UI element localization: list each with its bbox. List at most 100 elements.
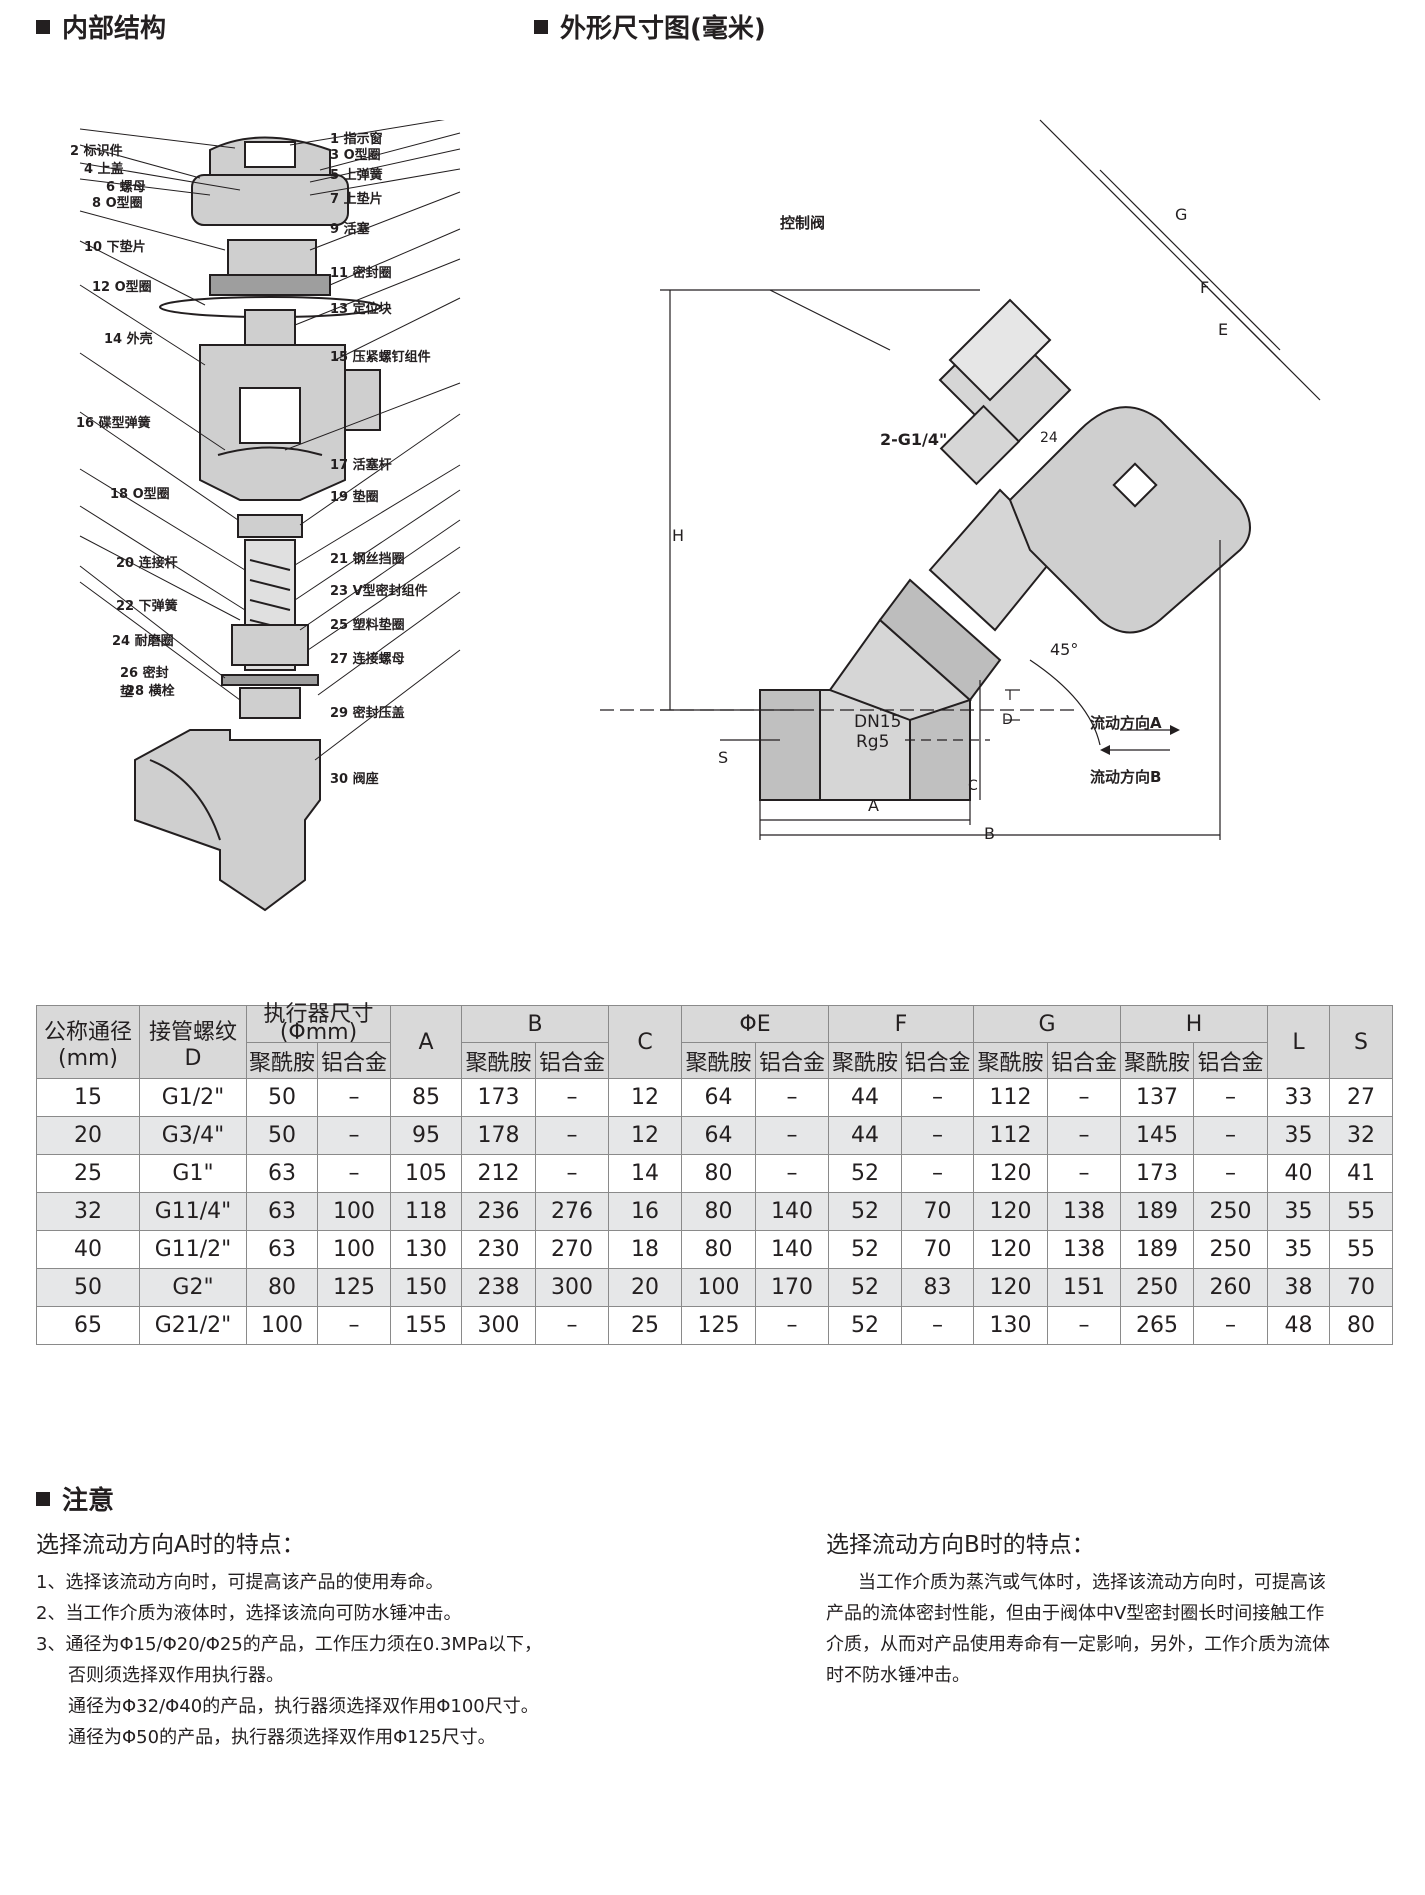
table-cell: G2" [139,1268,247,1307]
part-label: 11 密封圈 [330,266,392,281]
table-cell: 265 [1120,1306,1194,1345]
sub-header-polyamide: 聚酰胺 [461,1042,536,1079]
table-cell: 80 [681,1154,756,1193]
note-line: 时不防水锤冲击。 [826,1665,970,1686]
notes-flow-a: 选择流动方向A时的特点： 1、选择该流动方向时，可提高该产品的使用寿命。 2、当… [36,1530,676,1753]
flow-path-shape [149,759,221,841]
table-cell: 230 [461,1230,536,1269]
note-line: 1、选择该流动方向时，可提高该产品的使用寿命。 [36,1572,444,1593]
part-label: 8 O型圈 [92,196,143,211]
table-cell: 140 [755,1192,829,1231]
table-cell: 236 [461,1192,536,1231]
table-cell: 100 [681,1268,756,1307]
col-thread-label: 接管螺纹 [148,1019,237,1045]
sub-header-aluminum: 铝合金 [535,1042,609,1079]
table-cell: 52 [828,1154,902,1193]
table-cell: 100 [317,1192,391,1231]
table-cell: 40 [36,1230,140,1269]
table-cell: 70 [901,1192,974,1231]
control-valve-coil-shape [948,298,1052,402]
table-cell: 48 [1267,1306,1330,1345]
part-label: 15 压紧螺钉组件 [330,350,431,365]
table-cell: 35 [1267,1230,1330,1269]
part-label: 20 连接杆 [116,556,178,571]
sub-header-polyamide: 聚酰胺 [828,1042,902,1079]
table-cell: 41 [1329,1154,1393,1193]
col-nominal-diameter-unit: (mm) [57,1045,119,1071]
table-cell: 173 [461,1078,536,1117]
note-line: 当工作介质为蒸汽或气体时，选择该流动方向时，可提高该 [858,1572,1326,1593]
square-bullet-icon [36,1491,50,1506]
table-cell: 125 [681,1306,756,1345]
actuator-shape [1008,406,1251,634]
note-line: 通径为Φ50的产品，执行器须选择双作用Φ125尺寸。 [68,1727,496,1748]
table-cell: 125 [317,1268,391,1307]
table-cell: 250 [1193,1230,1268,1269]
part-label: 26 密封垫 [120,666,169,700]
part-label: 3 O型圈 [330,148,381,163]
notes-flow-a-title: 选择流动方向A时的特点： [36,1532,305,1558]
table-cell: 63 [246,1192,318,1231]
upper-cover-shape [191,174,349,226]
table-cell: 300 [535,1268,609,1307]
table-cell: 55 [1329,1192,1393,1231]
table-cell: 120 [973,1268,1048,1307]
notes-flow-b-title: 选择流动方向B时的特点： [826,1532,1095,1558]
part-label: 25 塑料垫圈 [330,618,405,633]
table-cell: – [535,1154,609,1193]
seal-gasket-shape [221,674,319,686]
table-cell: – [901,1154,974,1193]
table-cell: 300 [461,1306,536,1345]
table-cell: 112 [973,1078,1048,1117]
table-cell: 83 [901,1268,974,1307]
table-cell: 150 [390,1268,462,1307]
table-cell: – [1193,1154,1268,1193]
table-cell: G1/2" [139,1078,247,1117]
table-cell: 189 [1120,1192,1194,1231]
actuator-window-shape [1112,462,1158,508]
table-cell: 145 [1120,1116,1194,1155]
table-cell: 18 [608,1230,682,1269]
internal-structure-diagram [79,120,461,912]
col-f: F [828,1005,974,1043]
dimension-title-text: 外形尺寸图(毫米) [560,14,766,44]
dim-label-e: E [1218,320,1229,339]
table-cell: G11/2" [139,1230,247,1269]
part-label: 29 密封压盖 [330,706,405,721]
table-cell: 130 [973,1306,1048,1345]
note-line: 通径为Φ32/Φ40的产品，执行器须选择双作用Φ100尺寸。 [68,1696,539,1717]
note-line: 介质，从而对产品使用寿命有一定影响，另外，工作介质为流体 [826,1634,1330,1655]
table-cell: 40 [1267,1154,1330,1193]
dim-label-h: H [672,526,685,545]
bonnet-shape [878,578,1002,702]
col-actuator: 执行器尺寸 (Φmm) [246,1004,391,1044]
table-cell: – [1193,1306,1268,1345]
table-cell: 70 [901,1230,974,1269]
dim-label-g: G [1175,205,1188,224]
part-label: 2 标识件 [70,144,123,159]
table-cell: 270 [535,1230,609,1269]
dimension-title: 外形尺寸图(毫米) [534,8,766,45]
table-cell: – [755,1306,829,1345]
table-cell: – [1193,1078,1268,1117]
part-label: 23 V型密封组件 [330,584,428,599]
notes-flow-b: 选择流动方向B时的特点： 当工作介质为蒸汽或气体时，选择该流动方向时，可提高该 … [826,1530,1396,1691]
table-cell: 80 [681,1192,756,1231]
dim-label-control-valve: 控制阀 [780,214,826,232]
control-valve-base-shape [939,404,1021,486]
dim-label-d: D [1002,712,1013,728]
table-cell: 80 [681,1230,756,1269]
col-e: ΦE [681,1005,829,1043]
table-cell: 178 [461,1116,536,1155]
part-label: 17 活塞杆 [330,458,392,473]
table-cell: 173 [1120,1154,1194,1193]
table-cell: 50 [246,1078,318,1117]
dim-label-angle: 45° [1050,640,1079,659]
sub-header-aluminum: 铝合金 [901,1042,974,1079]
sub-header-aluminum: 铝合金 [317,1042,391,1079]
spring-coils-shape [249,559,291,651]
table-cell: 15 [36,1078,140,1117]
table-cell: 52 [828,1230,902,1269]
